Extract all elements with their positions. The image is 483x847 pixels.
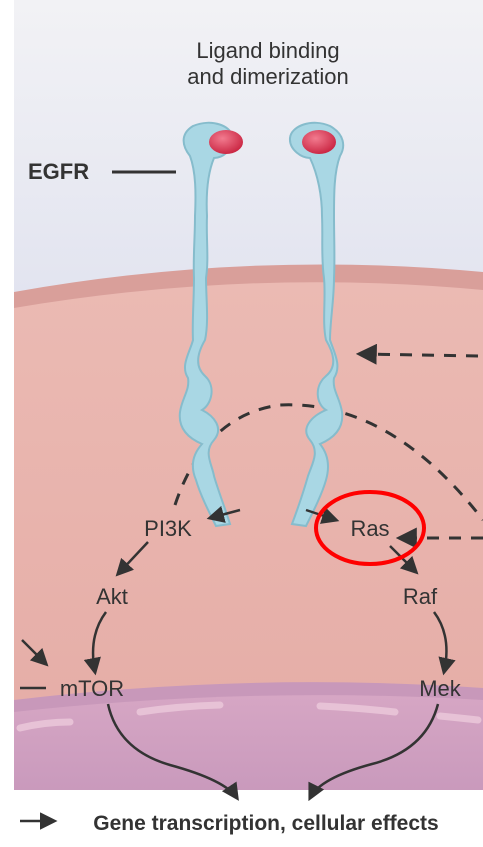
ligand-right xyxy=(302,130,336,154)
node-mek: Mek xyxy=(419,676,462,701)
node-mtor: mTOR xyxy=(60,676,124,701)
outcome-caption: Gene transcription, cellular effects xyxy=(93,812,438,835)
node-ras: Ras xyxy=(350,516,389,541)
title-line-2: and dimerization xyxy=(187,64,348,89)
title-line-1: Ligand binding xyxy=(196,38,339,63)
egfr-label: EGFR xyxy=(28,159,89,184)
node-raf: Raf xyxy=(403,584,438,609)
node-akt: Akt xyxy=(96,584,128,609)
node-pi3k: PI3K xyxy=(144,516,192,541)
ligand-left xyxy=(209,130,243,154)
